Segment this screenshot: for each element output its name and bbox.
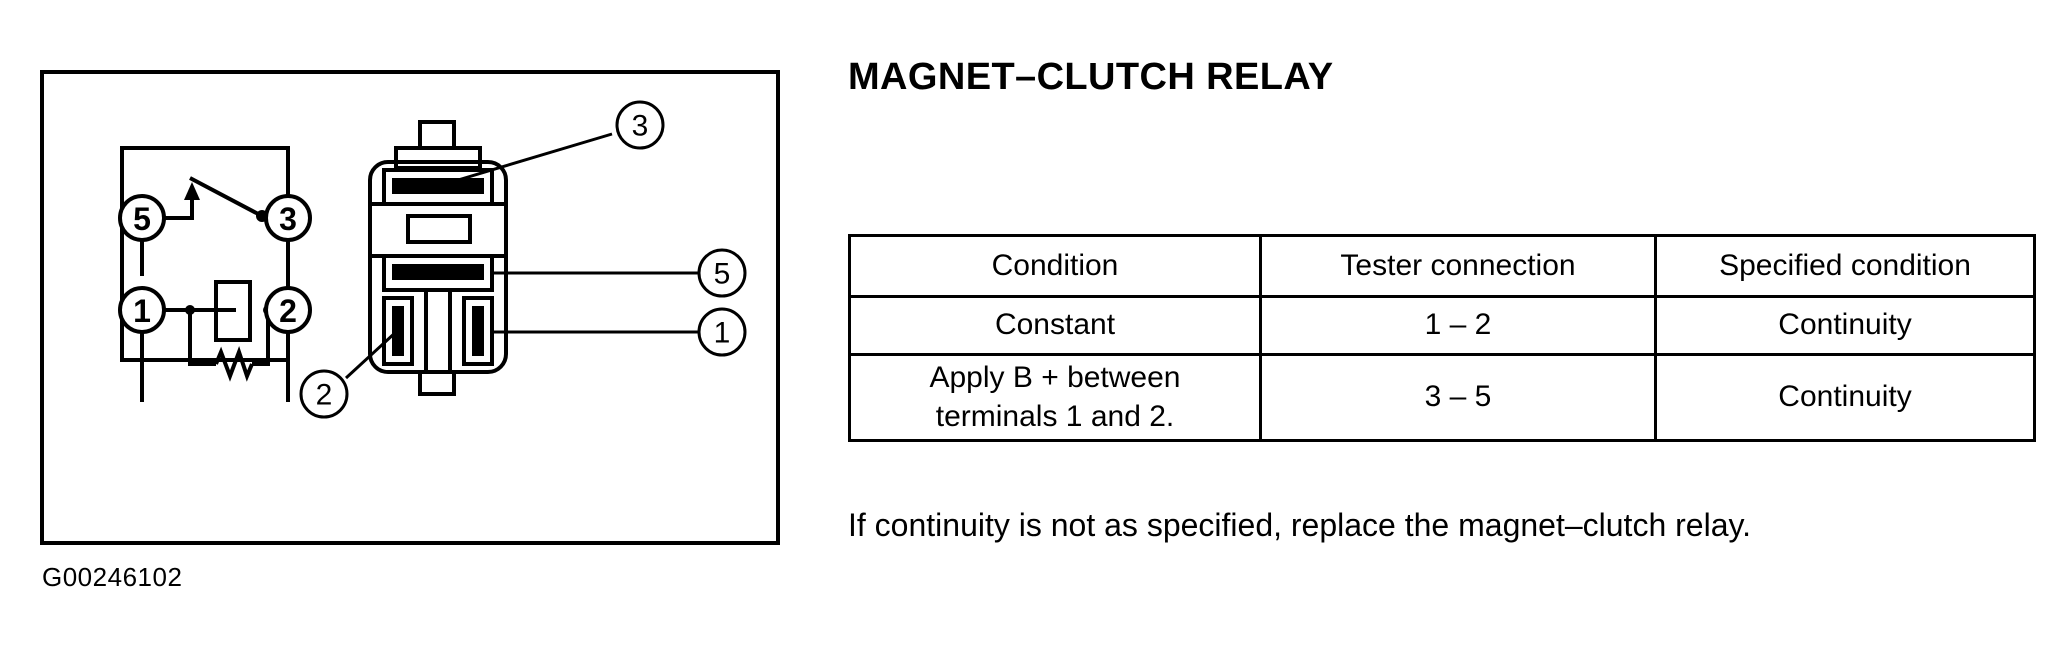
relay-figure-drawing: 5 3 1 2	[118, 100, 747, 419]
cell-condition: Constant	[848, 295, 1262, 356]
blade-terminal-1-inner	[472, 306, 484, 356]
figure-panel: 5 3 1 2	[40, 70, 780, 545]
callout-label-3: 3	[632, 110, 649, 143]
callout-circle-1	[697, 307, 747, 357]
terminal-label-1: 1	[133, 293, 151, 329]
terminal-circle-3	[264, 194, 312, 242]
page-title: MAGNET–CLUTCH RELAY	[848, 56, 1334, 98]
connector-bottom-nub	[418, 370, 456, 396]
figure-id-code: G00246102	[42, 562, 183, 592]
table-row: Apply B + between terminals 1 and 2. 3 –…	[848, 353, 2036, 442]
inspection-spec-table: Condition Tester connection Specified co…	[848, 234, 2036, 442]
column-header-tester-connection: Tester connection	[1259, 234, 1657, 298]
leader-to-callout-2	[344, 330, 398, 380]
callout-label-2: 2	[316, 379, 333, 412]
callout-label-1: 1	[714, 317, 731, 350]
terminal-circle-1	[118, 286, 166, 334]
table-header-row: Condition Tester connection Specified co…	[848, 234, 2036, 298]
switch-arm	[189, 176, 263, 218]
schematic-terminal-markers: 5 3 1 2	[118, 194, 312, 334]
callout-circle-2	[299, 369, 349, 419]
connector-center-spine	[424, 290, 452, 372]
connector-top-flange	[394, 146, 482, 170]
callout-circle-3	[615, 100, 665, 150]
figure-border	[40, 70, 780, 545]
terminal-slot-middle	[406, 214, 472, 244]
inspection-footer-note: If continuity is not as specified, repla…	[848, 507, 1751, 543]
callout-circle-5	[697, 248, 747, 298]
cell-condition-line-2: terminals 1 and 2.	[935, 399, 1175, 433]
terminal-slot-3-outer	[382, 168, 494, 206]
callout-leaders	[344, 132, 700, 380]
terminal-circle-5	[118, 194, 166, 242]
cell-specified-condition: Continuity	[1654, 353, 2036, 442]
terminal-circle-2	[264, 286, 312, 334]
resistor-lead-left	[188, 310, 216, 366]
switch-arrow-head	[184, 182, 200, 200]
relay-schematic	[120, 146, 290, 402]
cell-condition: Apply B + between terminals 1 and 2.	[848, 353, 1262, 442]
body-notch-left	[370, 202, 384, 258]
coil-symbol	[214, 280, 252, 342]
connector-body	[368, 160, 508, 374]
leader-to-callout-3	[437, 132, 613, 188]
connector-top-nub	[418, 120, 456, 150]
terminal-slot-5-inner	[392, 264, 484, 280]
cell-tester-connection: 3 – 5	[1259, 353, 1657, 442]
relay-connector-drawing	[368, 120, 508, 396]
cell-tester-connection: 1 – 2	[1259, 295, 1657, 356]
terminal-label-2: 2	[279, 293, 297, 329]
terminal-label-3: 3	[279, 201, 297, 237]
callout-markers: 3 5 1 2	[299, 100, 747, 419]
resistor-lead-right	[252, 310, 270, 366]
blade-terminal-2-inner	[392, 306, 404, 356]
content-column: MAGNET–CLUTCH RELAY Condition Tester con…	[848, 0, 2036, 669]
column-header-specified-condition: Specified condition	[1654, 234, 2036, 298]
blade-terminal-2-outer	[382, 296, 414, 366]
resistor-symbol	[214, 346, 254, 382]
table-row: Constant 1 – 2 Continuity	[848, 295, 2036, 356]
callout-label-5: 5	[714, 258, 731, 291]
cell-specified-condition: Continuity	[1654, 295, 2036, 356]
terminal-label-5: 5	[133, 201, 151, 237]
body-notch-right	[492, 202, 506, 258]
column-header-condition: Condition	[848, 234, 1262, 298]
cell-condition-line-1: Apply B + between	[929, 361, 1181, 395]
